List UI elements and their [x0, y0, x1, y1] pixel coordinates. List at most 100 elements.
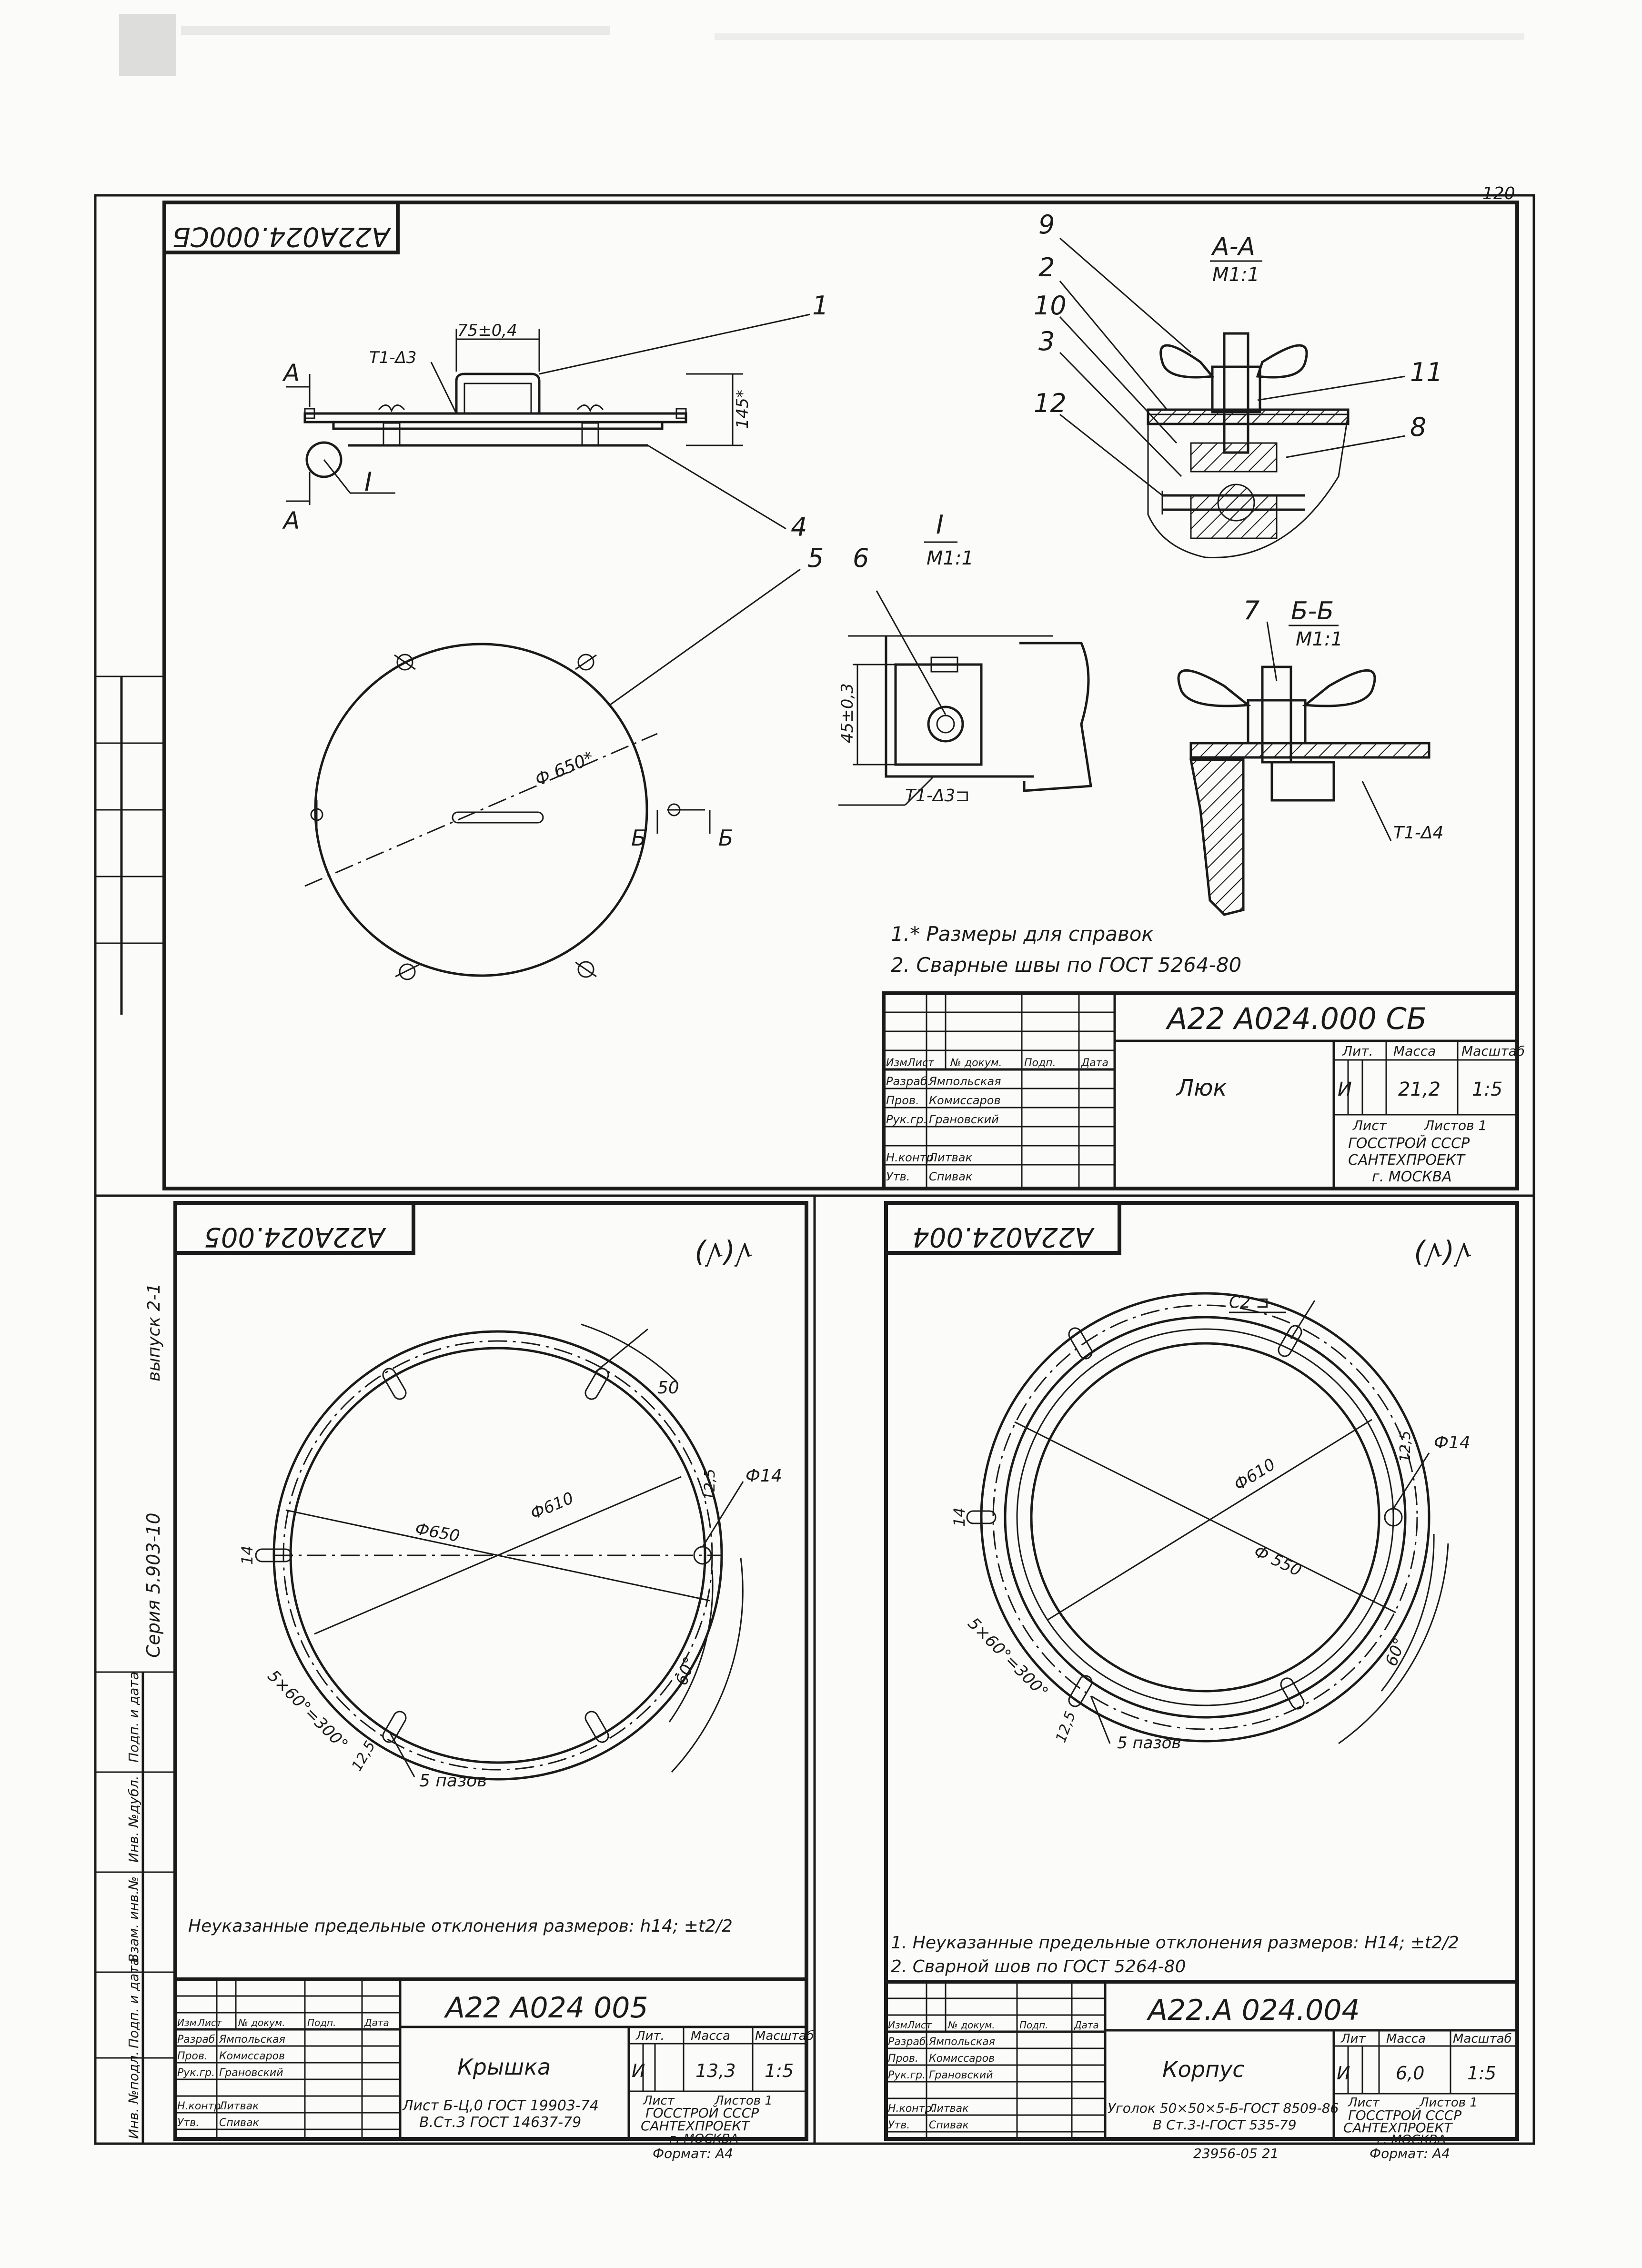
lid-designation: А22 А024 005 — [443, 1991, 648, 2025]
body-roughness: √(√) — [1413, 1236, 1472, 1270]
body-material-2: В Ст.3-I-ГОСТ 535-79 — [1153, 2117, 1297, 2133]
lid-dim-slot-width: 14 — [238, 1545, 256, 1565]
body-dim-hole: Ф14 — [1434, 1433, 1471, 1452]
page-number: 120 — [1482, 184, 1515, 203]
svg-text:Комиссаров: Комиссаров — [929, 1094, 1001, 1107]
lid-sheets: Листов 1 — [714, 2094, 773, 2108]
body-drawing — [966, 1292, 1449, 1744]
lid-scale: 1:5 — [765, 2060, 794, 2081]
assembly-label-6: 6 — [853, 543, 869, 573]
svg-text:Разраб.: Разраб. — [886, 1075, 931, 1088]
assembly-org-1: ГОССТРОЙ СССР — [1348, 1135, 1470, 1152]
lid-name: Крышка — [457, 2054, 551, 2080]
assembly-label-5: 5 — [807, 543, 824, 573]
svg-text:Утв.: Утв. — [886, 1170, 910, 1183]
body-mass: 6,0 — [1396, 2063, 1424, 2084]
assembly-label-3: 3 — [1038, 326, 1055, 356]
body-sheet-border — [813, 1194, 1535, 2145]
lid-roughness: √(√) — [694, 1236, 753, 1270]
assembly-scale-header: Масштаб — [1461, 1043, 1525, 1059]
body-note-1: 1. Неуказанные предельные отклонения раз… — [891, 1933, 1459, 1953]
lid-format: Формат: А4 — [653, 2146, 733, 2161]
svg-text:Грановский: Грановский — [929, 1113, 999, 1126]
svg-text:№ докум.: № докум. — [238, 2017, 285, 2028]
assembly-name: Люк — [1176, 1075, 1227, 1101]
lid-dim-hole: Ф14 — [745, 1466, 782, 1486]
svg-text:Спивак: Спивак — [219, 2117, 259, 2129]
assembly-org-2: САНТЕХПРОЕКТ — [1348, 1152, 1466, 1169]
assembly-label-9: 9 — [1038, 210, 1055, 240]
svg-text:Пров.: Пров. — [888, 2053, 918, 2065]
body-scale: 1:5 — [1467, 2063, 1496, 2084]
assembly-label-7: 7 — [1243, 595, 1259, 625]
section-bb-view — [1177, 621, 1430, 916]
lid-material-1: Лист Б-Ц,0 ГОСТ 19903-74 — [402, 2097, 599, 2114]
body-note-2: 2. Сварной шов по ГОСТ 5264-80 — [891, 1957, 1186, 1976]
svg-text:Грановский: Грановский — [219, 2067, 283, 2079]
svg-text:Ямпольская: Ямпольская — [219, 2034, 285, 2046]
assembly-code-flipped: А22А024.000СБ — [172, 221, 392, 252]
svg-text:Литвак: Литвак — [219, 2100, 259, 2112]
body-lit: И — [1337, 2063, 1350, 2084]
svg-text:Рук.гр.: Рук.гр. — [888, 2069, 926, 2081]
svg-text:Пров.: Пров. — [177, 2050, 208, 2062]
svg-text:Н.контр.: Н.контр. — [177, 2100, 224, 2112]
svg-text:Н.контр.: Н.контр. — [886, 1151, 937, 1164]
weld-bb: Т1-Δ4 — [1393, 823, 1443, 843]
section-a-top: А — [282, 359, 300, 387]
assembly-label-4: 4 — [791, 512, 807, 542]
svg-text:Литвак: Литвак — [928, 1151, 972, 1164]
assembly-sheet: Лист — [1352, 1118, 1387, 1133]
assembly-lit: И — [1338, 1079, 1352, 1100]
assembly-plan-view — [304, 568, 801, 980]
svg-text:Лист: Лист — [907, 2019, 932, 2031]
svg-text:Ямпольская: Ямпольская — [928, 2036, 995, 2048]
body-name: Корпус — [1162, 2056, 1245, 2082]
svg-text:Разраб.: Разраб. — [888, 2036, 929, 2048]
body-dim-slot-width: 14 — [950, 1507, 968, 1527]
side-field-3: Взам. инв.№ — [126, 1876, 141, 1963]
assembly-mass: 21,2 — [1398, 1079, 1441, 1100]
svg-text:Утв.: Утв. — [888, 2119, 910, 2131]
assembly-note-1: 1.* Размеры для справок — [891, 922, 1154, 946]
dim-detail-height: 45±0,3 — [838, 683, 857, 743]
assembly-label-2: 2 — [1038, 252, 1055, 282]
section-b-left: Б — [631, 825, 646, 851]
lid-dim-hole-offset: 12,5 — [702, 1469, 718, 1501]
assembly-mass-header: Масса — [1393, 1043, 1436, 1059]
body-org-2: САНТЕХПРОЕКТ — [1343, 2120, 1453, 2136]
lid-sheet: Лист — [643, 2094, 675, 2108]
svg-text:Изм: Изм — [886, 1057, 907, 1069]
svg-text:Подп.: Подп. — [1024, 1057, 1056, 1069]
dim-height: 145* — [733, 390, 752, 429]
weld-detail: Т1-Δ3⊐ — [905, 786, 970, 806]
lid-code-flipped: А22А024.005 — [204, 1221, 386, 1252]
svg-text:Рук.гр.: Рук.гр. — [177, 2067, 215, 2079]
assembly-label-10: 10 — [1034, 291, 1067, 321]
series-label: Серия 5.903-10 — [143, 1512, 164, 1658]
lid-staff-table: Изм Лист № докум. Подп. Дата Разраб. Ямп… — [177, 2017, 389, 2129]
body-mass-header: Масса — [1386, 2032, 1426, 2046]
lid-material-2: В.Ст.3 ГОСТ 14637-79 — [419, 2114, 581, 2131]
lid-dim-slot-len: 50 — [657, 1378, 679, 1398]
issue-label: выпуск 2-1 — [144, 1283, 164, 1381]
assembly-frame — [162, 201, 1519, 1190]
assembly-code-box — [162, 201, 400, 254]
svg-text:Дата: Дата — [1074, 2019, 1099, 2031]
scan-smudge — [715, 33, 1524, 40]
assembly-note-2: 2. Сварные швы по ГОСТ 5264-80 — [891, 953, 1241, 977]
section-b-right: Б — [718, 825, 734, 851]
svg-text:Лист: Лист — [907, 1057, 935, 1069]
svg-text:Дата: Дата — [1081, 1057, 1108, 1069]
lid-note: Неуказанные предельные отклонения размер… — [188, 1916, 733, 1936]
body-lit-header: Лит — [1340, 2032, 1366, 2046]
lid-mass-header: Масса — [691, 2029, 730, 2043]
assembly-designation: А22 А024.000 СБ — [1165, 1001, 1427, 1036]
assembly-side-view — [286, 313, 810, 530]
aa-title: А-А — [1211, 232, 1255, 261]
scan-smudge — [119, 14, 176, 76]
svg-text:Лист: Лист — [197, 2017, 222, 2028]
lid-org-2: САНТЕХПРОЕКТ — [641, 2118, 750, 2134]
section-a-bottom: А — [282, 507, 300, 534]
